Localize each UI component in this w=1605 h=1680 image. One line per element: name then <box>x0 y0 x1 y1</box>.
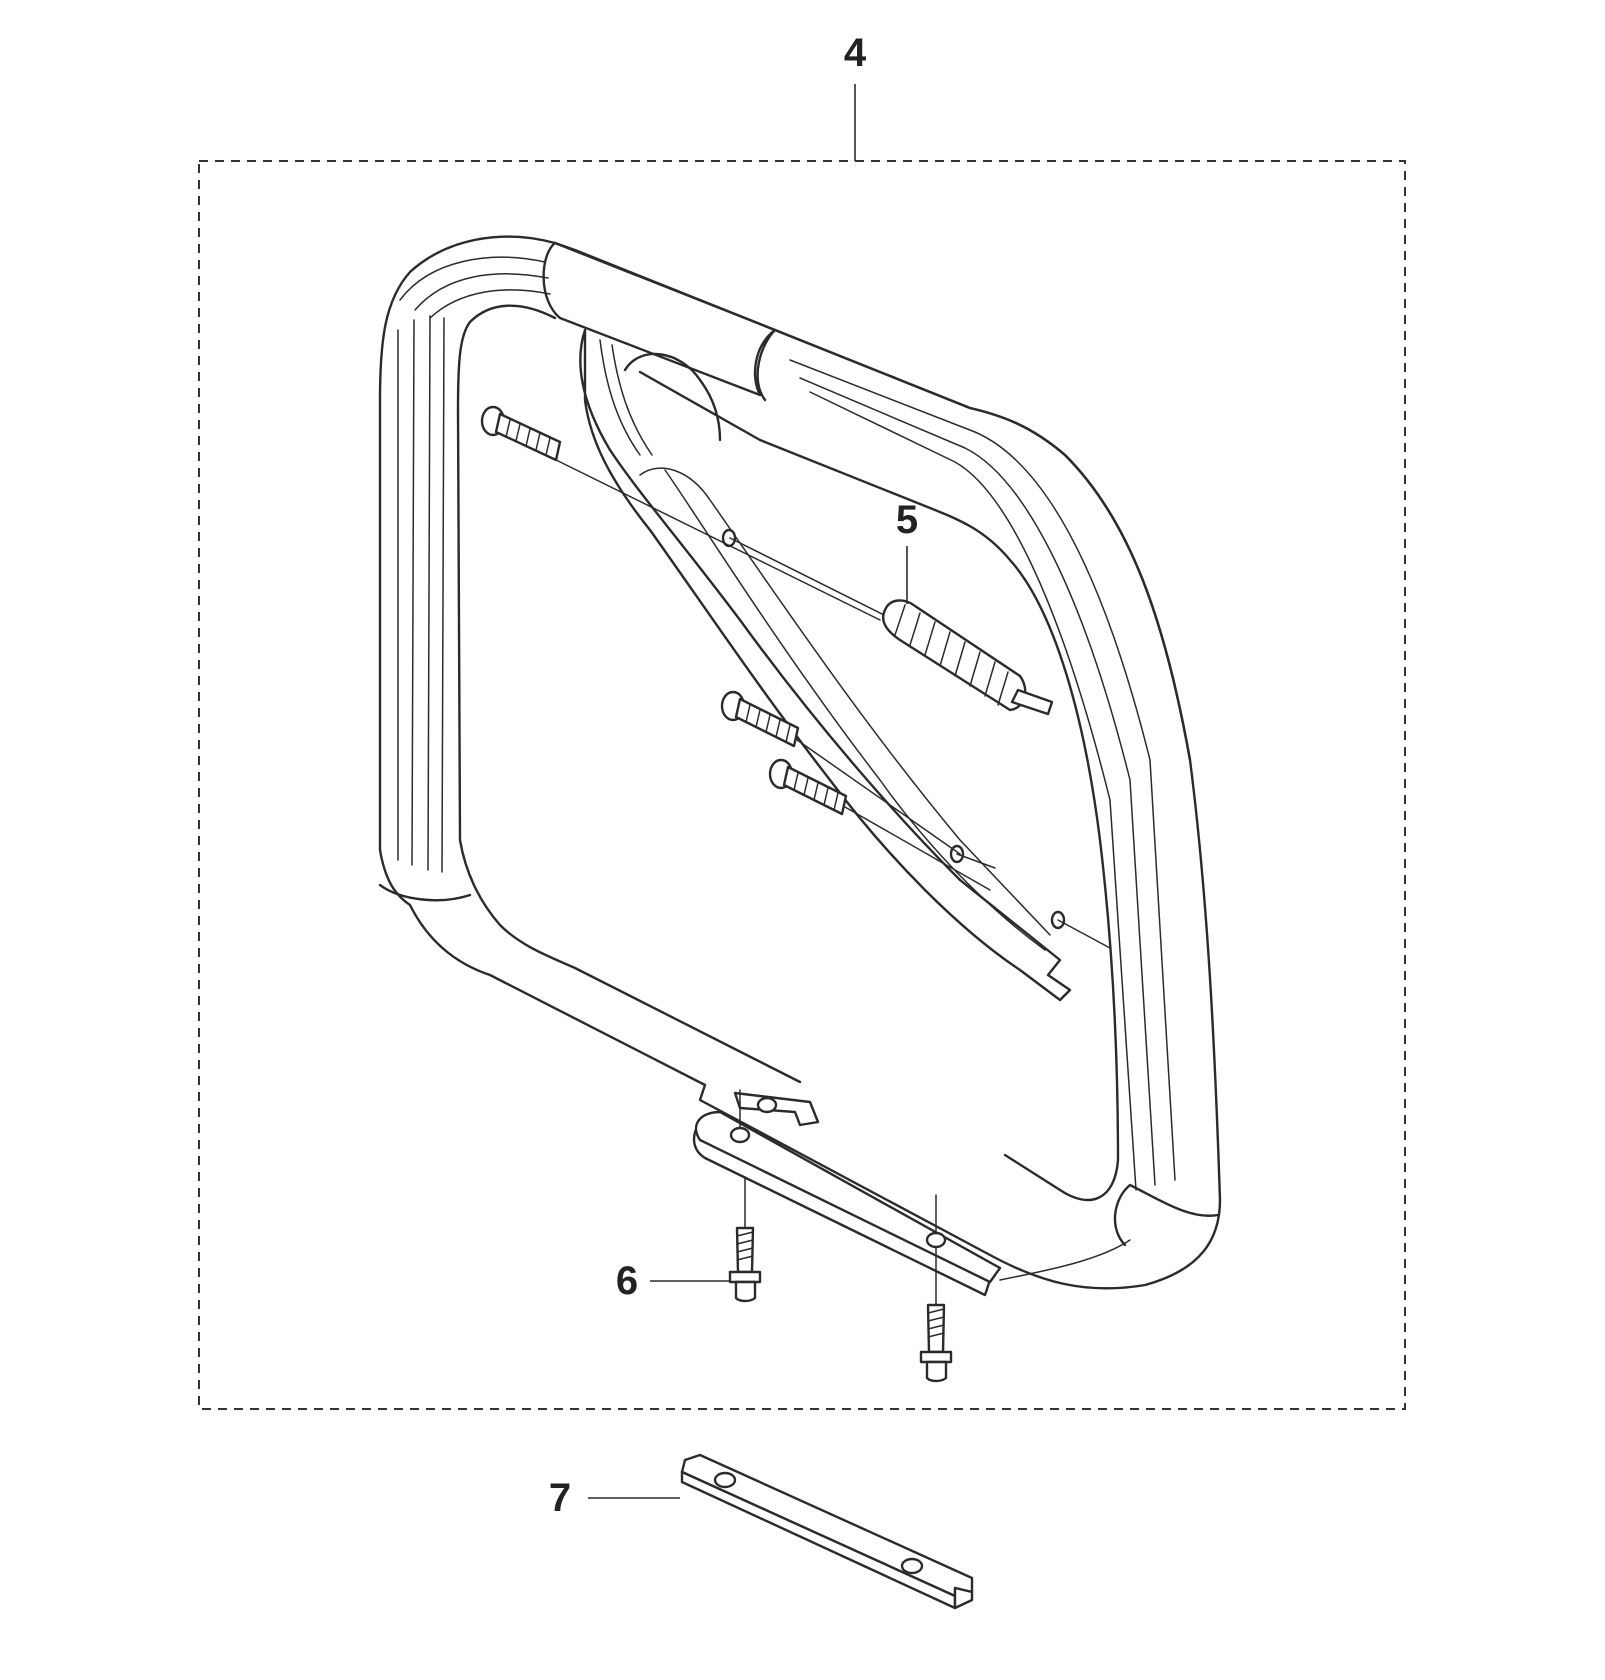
handle-inner-contour <box>456 304 802 1084</box>
callout-5-label: 5 <box>896 498 918 542</box>
damper-axis <box>729 537 891 619</box>
damper-ribs <box>894 604 1009 706</box>
screw-upper-left-axis <box>547 455 881 621</box>
front-handle-frame[interactable] <box>378 235 1222 1290</box>
bracket-7-hole-right <box>900 1557 924 1575</box>
bracket-7-lip <box>953 1586 974 1610</box>
screw-middle-upper-axis <box>789 734 961 855</box>
callout-6-label: 6 <box>616 1259 638 1303</box>
screw-middle-lower-shank <box>782 765 848 816</box>
mount-plate-hole-right <box>925 1231 947 1249</box>
screw-lower-right-flange <box>919 1350 953 1364</box>
brace-top-rib-1 <box>599 339 641 456</box>
right-upper-grip <box>773 328 1192 762</box>
screw-middle-upper[interactable] <box>720 690 961 855</box>
damper-element[interactable] <box>729 537 1054 716</box>
handle-inner-contour-right <box>638 370 1120 1202</box>
right-grip-rib-1 <box>789 359 1176 1181</box>
mount-plate-assembled-top <box>694 1110 1002 1284</box>
frame-foot-hole <box>756 1096 778 1114</box>
screw-middle-upper-thread <box>745 704 791 743</box>
right-grip-rib-3 <box>809 391 1137 1191</box>
assembly-boundary <box>198 160 1406 1410</box>
bracket-7-side <box>680 1470 957 1610</box>
top-grip-sleeve <box>542 241 777 397</box>
bracket-7[interactable] <box>680 1453 974 1610</box>
left-grip-end <box>378 883 472 902</box>
top-rib-2 <box>414 273 549 311</box>
callout-4[interactable]: 4 <box>844 31 867 161</box>
bottom-bend-line <box>999 1239 1131 1281</box>
damper-stud <box>1010 688 1054 716</box>
screw-middle-lower-axis <box>837 802 991 891</box>
callout-6[interactable]: 6 <box>616 1259 730 1303</box>
callout-7-label: 7 <box>549 1476 571 1520</box>
screw-middle-lower-thread <box>793 772 839 811</box>
callout-5[interactable]: 5 <box>896 498 918 604</box>
top-rib-3 <box>429 289 551 319</box>
frame-foot-tab <box>733 1091 820 1127</box>
brace-middle-leader <box>956 853 996 869</box>
screw-upper-left[interactable] <box>480 405 881 621</box>
brace-outer <box>579 328 1072 1002</box>
damper-body <box>881 599 1027 712</box>
screw-middle-upper-shank <box>734 697 800 748</box>
left-grip-rib-4 <box>441 317 445 873</box>
right-grip-end <box>1113 1183 1220 1247</box>
screw-lower-right-head <box>925 1360 948 1383</box>
screw-lower-right[interactable] <box>919 1247 953 1383</box>
screw-lower-right-thread <box>927 1308 945 1338</box>
screw-middle-lower[interactable] <box>768 758 991 891</box>
screw-6[interactable] <box>728 1177 762 1303</box>
brace-inner-edge <box>639 467 1051 936</box>
screw-6-flange <box>728 1270 762 1284</box>
mount-plate-hole-left <box>729 1126 751 1144</box>
screw-6-thread <box>736 1231 754 1261</box>
callout-7[interactable]: 7 <box>549 1476 680 1520</box>
brace-bottom-leader <box>1057 919 1111 949</box>
top-grip-sleeve-end <box>756 328 777 402</box>
right-grip-rib-2 <box>799 377 1156 1186</box>
brace-inner-edge-2 <box>664 469 1046 951</box>
left-grip-rib-3 <box>427 315 431 871</box>
screw-6-head <box>734 1280 757 1303</box>
screw-upper-left-thread <box>505 419 551 456</box>
mount-plate-assembled[interactable] <box>692 1089 1002 1297</box>
brace-top-rib-2 <box>611 344 653 456</box>
brace-top-curl <box>623 352 722 442</box>
bracket-7-hole-left <box>713 1471 737 1489</box>
callout-4-label: 4 <box>844 31 867 75</box>
left-grip-rib-2 <box>411 319 415 866</box>
top-rib-1 <box>399 256 546 301</box>
handle-outer-contour <box>378 235 1222 1290</box>
